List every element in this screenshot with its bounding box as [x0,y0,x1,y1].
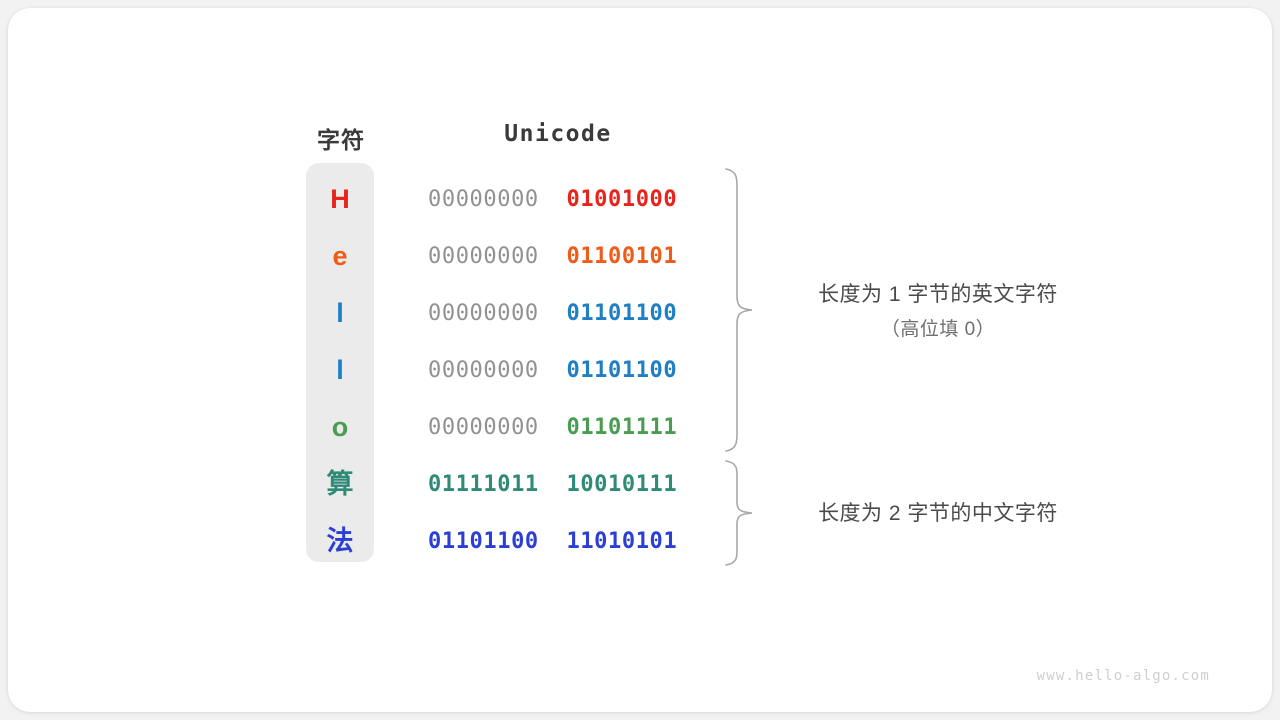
row-unicode-bits: 00000000 01101111 [428,399,677,456]
high-byte: 01111011 [428,472,539,497]
table-row: e 00000000 01100101 [8,228,728,285]
row-character: l [336,298,344,328]
row-character: e [332,241,348,271]
annotation-two-byte-main: 长度为 2 字节的中文字符 [818,502,1058,525]
high-byte: 00000000 [428,358,539,383]
high-byte: 00000000 [428,415,539,440]
table-row: l 00000000 01101100 [8,285,728,342]
row-unicode-bits: 01101100 11010101 [428,513,677,570]
column-header-unicode: Unicode [504,121,612,147]
row-unicode-bits: 00000000 01101100 [428,285,677,342]
high-byte: 00000000 [428,301,539,326]
figure-card: 字符 Unicode H 00000000 01001000 e 00000000 0… [8,8,1272,712]
high-byte: 00000000 [428,187,539,212]
low-byte: 01001000 [566,187,678,212]
row-character: o [331,412,349,442]
table-row: 算 01111011 10010111 [8,456,728,513]
annotation-one-byte-sub: （高位填 0） [880,319,996,340]
row-unicode-bits: 01111011 10010111 [428,456,677,513]
table-row: l 00000000 01101100 [8,342,728,399]
row-character: l [336,355,344,385]
brace-one-byte-group [725,168,753,452]
row-character: 法 [326,526,354,556]
table-row: 法 01101100 11010101 [8,513,728,570]
table-row: H 00000000 01001000 [8,171,728,228]
watermark-url: www.hello-algo.com [1036,668,1210,684]
high-byte: 01101100 [428,529,539,554]
low-byte: 01101100 [566,358,678,383]
low-byte: 01100101 [566,244,678,269]
row-unicode-bits: 00000000 01100101 [428,228,677,285]
column-header-character: 字符 [317,127,365,153]
low-byte: 01101100 [566,301,678,326]
table-row: o 00000000 01101111 [8,399,728,456]
unicode-encoding-figure: 字符 Unicode H 00000000 01001000 e 00000000 0… [8,8,1272,712]
high-byte: 00000000 [428,244,539,269]
low-byte: 11010101 [566,529,678,554]
row-unicode-bits: 00000000 01001000 [428,171,677,228]
row-character: 算 [326,469,354,499]
character-column-background [306,163,374,562]
annotation-one-byte-main: 长度为 1 字节的英文字符 [818,283,1058,306]
low-byte: 01101111 [566,415,678,440]
brace-two-byte-group [725,460,753,566]
low-byte: 10010111 [566,472,678,497]
row-unicode-bits: 00000000 01101100 [428,342,677,399]
row-character: H [330,184,350,214]
